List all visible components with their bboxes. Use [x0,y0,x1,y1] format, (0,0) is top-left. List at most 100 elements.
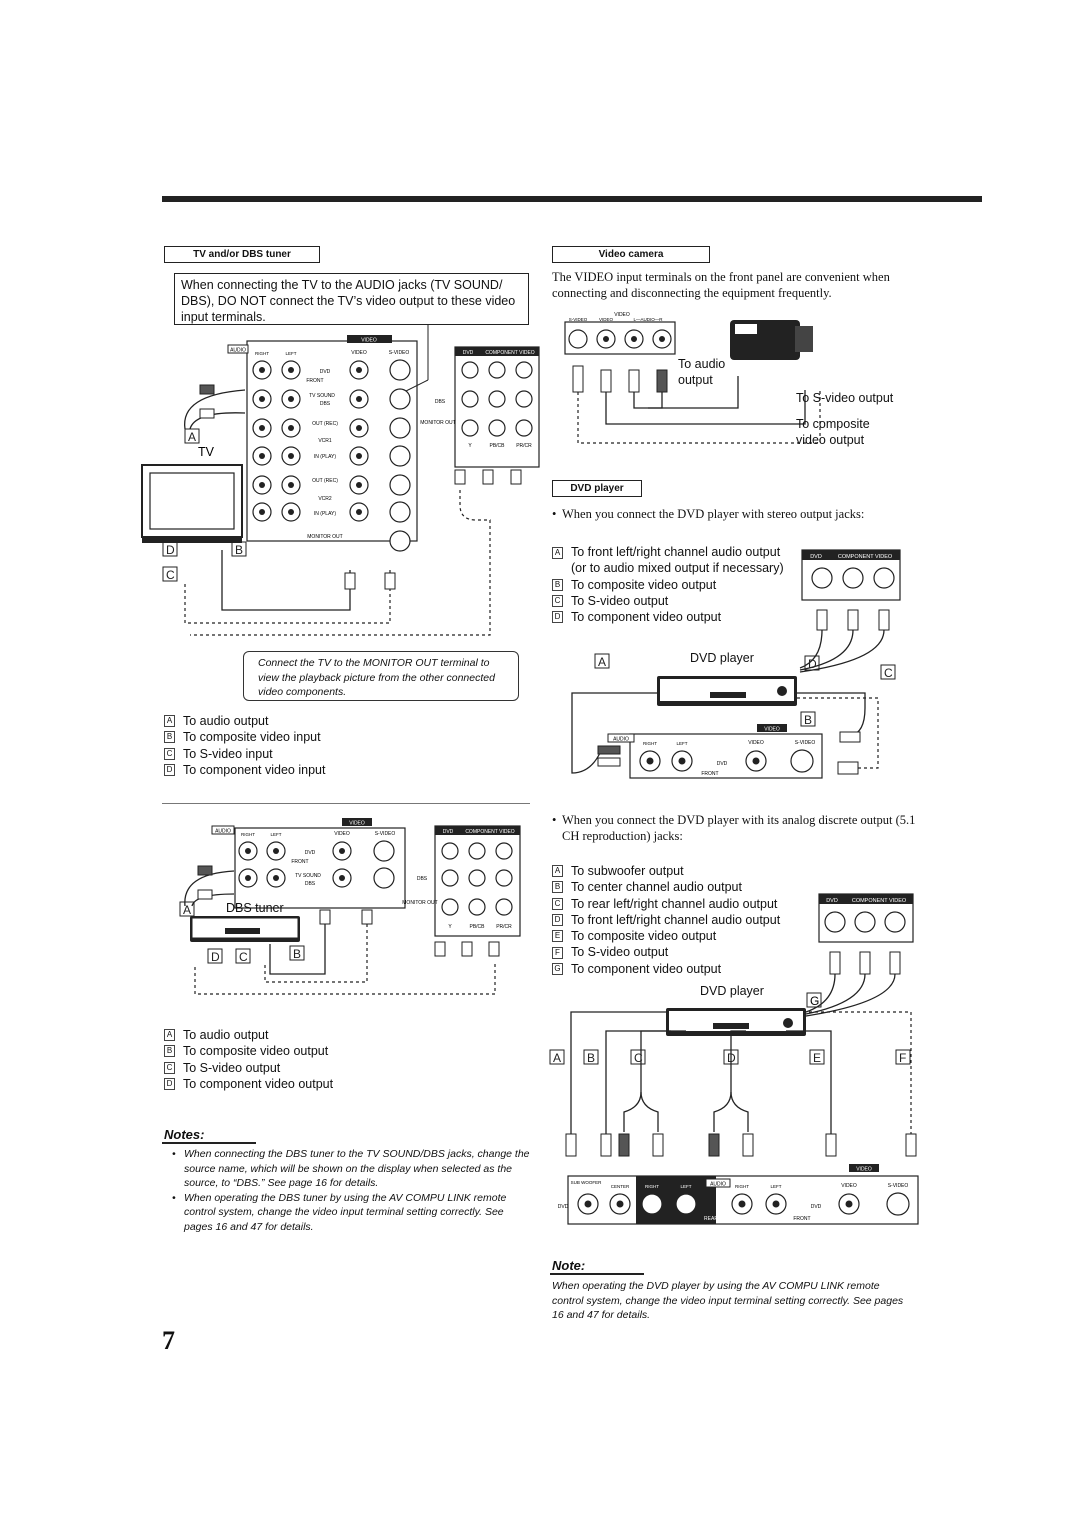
dvd-heading: DVD player [552,480,642,497]
row-vcr1-out: OUT (REC) [312,421,338,427]
row-front-label: FRONT [306,378,323,384]
legend-text: To composite video output [183,1044,329,1059]
svg-text:A: A [598,655,606,669]
legend-text: To front left/right channel audio output… [571,545,784,576]
panel-audio-label: AUDIO [230,348,246,354]
legend-text: To composite video input [183,730,321,745]
comp-y: Y [468,443,472,449]
dbs-panel-video: VIDEO [349,821,365,827]
dbs-comp-pb: PB/CB [469,924,485,930]
row-vcr2-out: OUT (REC) [312,478,338,484]
dbs-comp-label: COMPONENT VIDEO [465,829,514,835]
dvd-discrete-intro-text: When you connect the DVD player with its… [562,813,916,843]
cam-svideo-output-label: To S-video output [796,391,894,405]
dvd1-rcv-video: VIDEO [764,727,780,733]
legend-key: F [552,946,563,959]
dvd2-rcv-svideo: S-VIDEO [888,1183,909,1189]
dbs-connection-diagram: VIDEO AUDIO RIGHT LEFT VIDEO S-VIDEO DVD… [179,818,521,995]
cam-audio-label: L—AUDIO—R [633,317,663,322]
legend-text: To composite video output [571,577,717,592]
panel-svideo-col: S-VIDEO [389,350,410,356]
svg-text:D: D [808,657,817,671]
legend-text: To center channel audio output [571,880,742,895]
dvd1-rcv-svideo: S-VIDEO [795,740,816,746]
dvd-player-label-1: DVD player [690,651,754,665]
dbs-comp-y: Y [448,924,452,930]
dvd2-comp-dvd: DVD [826,898,838,904]
svg-text:B: B [804,713,812,727]
legend-text: To front left/right channel audio output [571,912,781,927]
dvd2-rcv-front: FRONT [793,1216,810,1222]
legend-text: To S-video output [183,1060,281,1075]
svg-text:A: A [183,903,191,917]
dbs-row-dvd: DVD [305,850,316,856]
dvd2-rcv-audio: AUDIO [710,1182,726,1188]
legend-text: To audio output [183,1028,269,1042]
dvd1-rcv-right: RIGHT [643,741,657,746]
legend-key: B [552,578,563,591]
dvd2-rcv-rear: REAR [704,1216,718,1222]
cam-audio-output-label: To audio output [678,357,726,387]
legend-key: C [552,897,563,910]
dbs-comp-dvd: DVD [443,829,454,835]
svg-text:E: E [813,1051,821,1065]
notes-list: •When connecting the DBS tuner to the TV… [172,1148,530,1233]
dvd-stereo-intro: •When you connect the DVD player with st… [552,507,865,521]
legend-key: B [552,881,563,894]
row-vcr2-in: IN (PLAY) [314,511,336,517]
note-item: When operating the DBS tuner by using th… [184,1191,507,1233]
dvd2-rcv-right: RIGHT [735,1184,749,1189]
panel-video-col: VIDEO [351,350,367,356]
legend-text: To component video output [571,961,722,976]
page-number: 7 [162,1326,175,1355]
dvd2-rcv-video2: VIDEO [841,1183,857,1189]
svg-text:D: D [727,1051,736,1065]
svg-text:B: B [235,543,243,557]
legend-key: C [552,595,563,608]
tv-dbs-heading: TV and/or DBS tuner [164,246,320,263]
legend-text: To component video output [571,610,722,625]
comp-pr: PR/CR [516,443,532,449]
panel-video-label: VIDEO [361,338,377,344]
dvd1-comp-label: COMPONENT VIDEO [838,554,893,560]
tv-connection-diagram: VIDEO AUDIO RIGHT LEFT VIDEO S-VIDEO DVD… [141,325,540,636]
legend-text: To S-video output [571,945,669,960]
cam-video-label: VIDEO [614,312,630,318]
notes-heading: Notes: [164,1127,205,1142]
video-camera-text: The VIDEO input terminals on the front p… [552,270,890,300]
dvd-player-label-2: DVD player [700,984,764,998]
legend-key: E [552,930,563,943]
cam-video2-label: VIDEO [599,317,614,322]
comp-monitor-label: MONITOR OUT [420,420,455,426]
legend-text: To component video input [183,762,326,777]
note-text: When operating the DVD player by using t… [552,1280,904,1321]
row-dbs-label: DBS [320,401,331,407]
dvd2-rcv-dvd1: DVD [558,1204,569,1210]
legend-text: To rear left/right channel audio output [571,896,778,911]
legend-key: D [164,764,175,777]
dvd1-rcv-front: FRONT [701,771,718,777]
legend-key: D [552,914,563,927]
svg-text:F: F [899,1051,906,1065]
svg-text:D: D [166,543,175,557]
dvd1-comp-dvd: DVD [810,554,822,560]
legend-key: G [552,962,563,975]
legend-text: To subwoofer output [571,864,684,878]
dbs-panel-video2: VIDEO [334,831,350,837]
row-monitor-label: MONITOR OUT [307,534,342,540]
dvd-discrete-diagram: DVD COMPONENT VIDEO G A B C D E F VIDEO … [549,893,919,1225]
dvd2-rcv-rear-right: RIGHT [645,1184,659,1189]
legend-text: To S-video output [571,593,669,608]
dvd1-rcv-video2: VIDEO [748,740,764,746]
note-heading: Note: [552,1258,586,1273]
section-divider [162,803,530,804]
legend-key: C [164,1061,175,1074]
top-rule [162,196,982,202]
dbs-panel-left: LEFT [270,832,281,837]
dvd2-rcv-sub: SUB WOOFER [571,1180,603,1185]
dbs-comp-dbs: DBS [417,876,428,882]
